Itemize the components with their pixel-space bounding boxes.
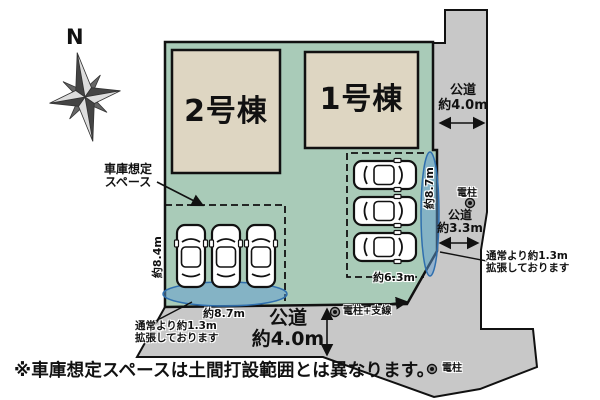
- road-south-label: 公道 約4.0m: [251, 307, 325, 351]
- expansion-highlight-right: [420, 151, 440, 277]
- garage-space-leader: [156, 181, 205, 207]
- building-1-label: 1号棟: [319, 82, 404, 117]
- dimension-arrows: [320, 116, 486, 357]
- pole-south-label: 電柱: [442, 363, 462, 374]
- pole-east-icon: [464, 197, 476, 209]
- pole-with-wire-label: 電柱+支線: [343, 306, 392, 317]
- guy-wire-arrow: [344, 296, 409, 310]
- expand-note-right: 通常より約1.3m 拡張しております: [486, 250, 570, 274]
- parking-right-dashed: [346, 152, 424, 278]
- dim-left-parking-width: 約8.7m: [203, 307, 245, 320]
- building-2-outline: [170, 48, 282, 175]
- expand-note-left: 通常より約1.3m 拡張しております: [135, 320, 219, 344]
- building-1-outline: [303, 50, 420, 150]
- building-2-label: 2号棟: [184, 94, 268, 129]
- expand-left-leader: [149, 301, 193, 325]
- footer-note: ※車庫想定スペースは土間打設範囲とは異なります。: [14, 361, 435, 381]
- dim-right-parking-width: 約6.3m: [373, 271, 415, 284]
- cars-right-parking: [352, 157, 418, 265]
- pole-east-label: 電柱: [457, 188, 477, 199]
- parking-left-dashed: [165, 204, 286, 305]
- cars-left-parking: [173, 223, 279, 289]
- garage-space-label: 車庫想定 スペース: [103, 162, 152, 190]
- compass-rose-icon: [49, 52, 121, 142]
- dim-right-parking-depth: 約8.7m: [422, 167, 436, 210]
- compass-north-label: N: [66, 25, 84, 49]
- expand-right-leader: [439, 251, 488, 262]
- dim-left-parking-depth: 約8.4m: [150, 236, 164, 279]
- road-east-label: 公道 約4.0m: [438, 83, 488, 113]
- road-southeast-label: 公道 約3.3m: [437, 208, 483, 236]
